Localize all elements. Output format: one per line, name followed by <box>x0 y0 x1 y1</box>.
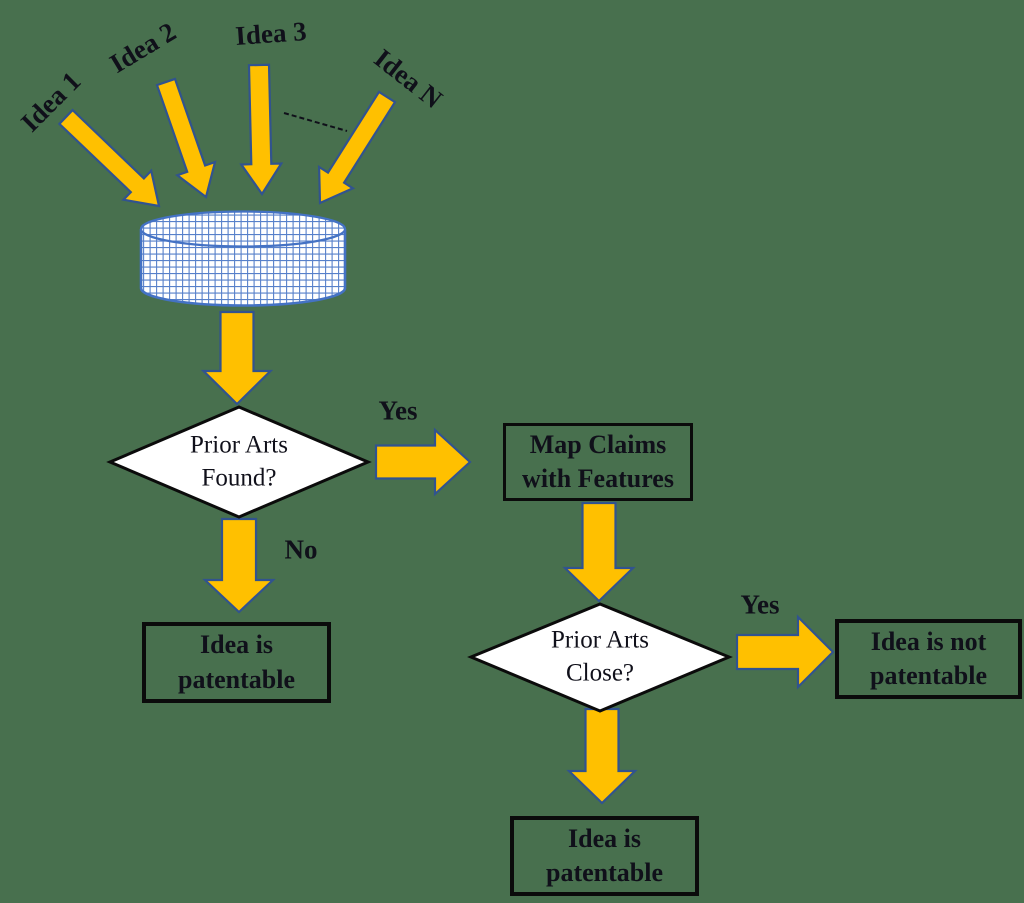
arrow-idea-n-to-db <box>317 90 397 205</box>
idea-not-patentable-box: Idea is not patentable <box>835 619 1022 699</box>
not-patentable-line2: patentable <box>870 661 987 690</box>
decision-close-line2: Close? <box>565 659 635 686</box>
decision-close-line1: Prior Arts <box>551 626 649 654</box>
idea-patentable-bottom-box: Idea is patentable <box>510 816 699 896</box>
patentable-bottom-line1: Idea is <box>568 823 641 853</box>
map-claims-line2: with Features <box>522 464 674 493</box>
close-yes-label: Yes <box>740 589 780 620</box>
found-no-label: No <box>284 534 318 565</box>
decision-prior-arts-found-label: Prior Arts Found? <box>190 430 288 495</box>
block-arrows-group <box>57 63 835 805</box>
decision-found-line2: Found? <box>201 464 277 491</box>
patentable-left-line1: Idea is <box>200 630 273 660</box>
decision-prior-arts-close-shape <box>467 602 733 713</box>
idea-3-label: Idea 3 <box>234 16 308 51</box>
found-yes-label: Yes <box>378 395 418 426</box>
arrow-idea-1-to-db <box>57 108 161 208</box>
arrow-close-yes <box>735 614 835 690</box>
decision-prior-arts-found-shape <box>106 405 372 519</box>
decision-prior-arts-close-label: Prior Arts Close? <box>551 625 649 690</box>
decision-found-line1: Prior Arts <box>190 431 288 459</box>
arrow-found-yes <box>374 427 472 497</box>
idea-patentable-left-box: Idea is patentable <box>142 622 331 703</box>
ideas-database-cylinder-icon <box>139 210 347 307</box>
map-claims-box: Map Claims with Features <box>503 423 693 501</box>
arrow-idea-2-to-db <box>155 77 217 199</box>
not-patentable-line1: Idea is not <box>870 626 987 656</box>
arrow-found-no <box>202 517 276 614</box>
arrow-map-to-close <box>562 501 636 603</box>
arrow-idea-3-to-db <box>239 63 284 196</box>
arrow-close-no <box>566 707 638 805</box>
patentable-bottom-line2: patentable <box>546 858 663 887</box>
ellipsis-dashed-line-icon <box>283 112 348 132</box>
patentable-left-line2: patentable <box>178 664 295 694</box>
map-claims-line1: Map Claims <box>529 429 667 459</box>
arrow-db-to-found <box>200 310 274 406</box>
